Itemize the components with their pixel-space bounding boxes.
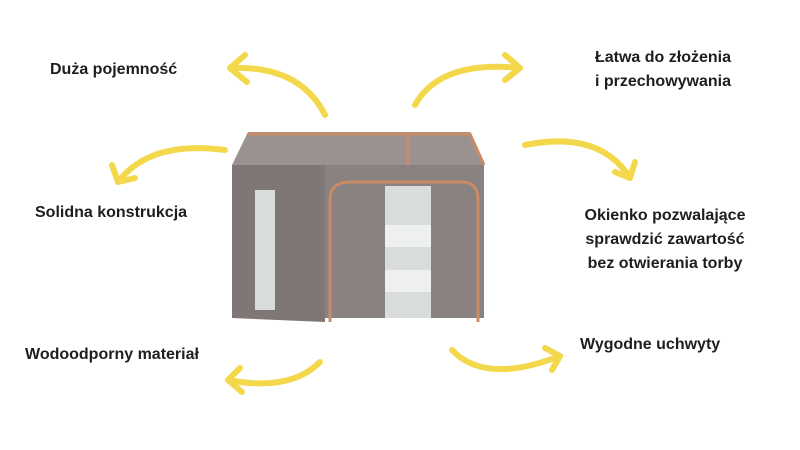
arrow-window <box>522 138 638 181</box>
arrow-handles <box>449 345 563 373</box>
feature-foldable-line2: i przechowywania <box>594 73 732 90</box>
feature-window-line2: sprawdzić zawartość <box>585 231 745 248</box>
arrow-solid <box>109 145 228 185</box>
feature-foldable: Łatwa do złożenia i przechowywania <box>573 46 753 94</box>
side-window <box>255 190 275 310</box>
feature-window-line1: Okienko pozwalające <box>584 207 746 224</box>
arrow-foldable <box>412 52 523 108</box>
feature-foldable-line1: Łatwa do złożenia <box>594 49 731 66</box>
arrow-capacity <box>227 52 328 118</box>
feature-capacity: Duża pojemność <box>50 61 178 78</box>
feature-waterproof: Wodoodporny materiał <box>25 346 199 363</box>
feature-solid: Solidna konstrukcja <box>35 204 188 221</box>
feature-handles: Wygodne uchwyty <box>580 336 721 353</box>
storage-box-image <box>232 132 486 322</box>
zipper-front <box>328 180 480 322</box>
feature-window: Okienko pozwalające sprawdzić zawartość … <box>565 204 765 276</box>
arrow-waterproof <box>225 359 323 395</box>
feature-window-line3: bez otwierania torby <box>587 255 743 272</box>
front-window <box>385 186 431 318</box>
